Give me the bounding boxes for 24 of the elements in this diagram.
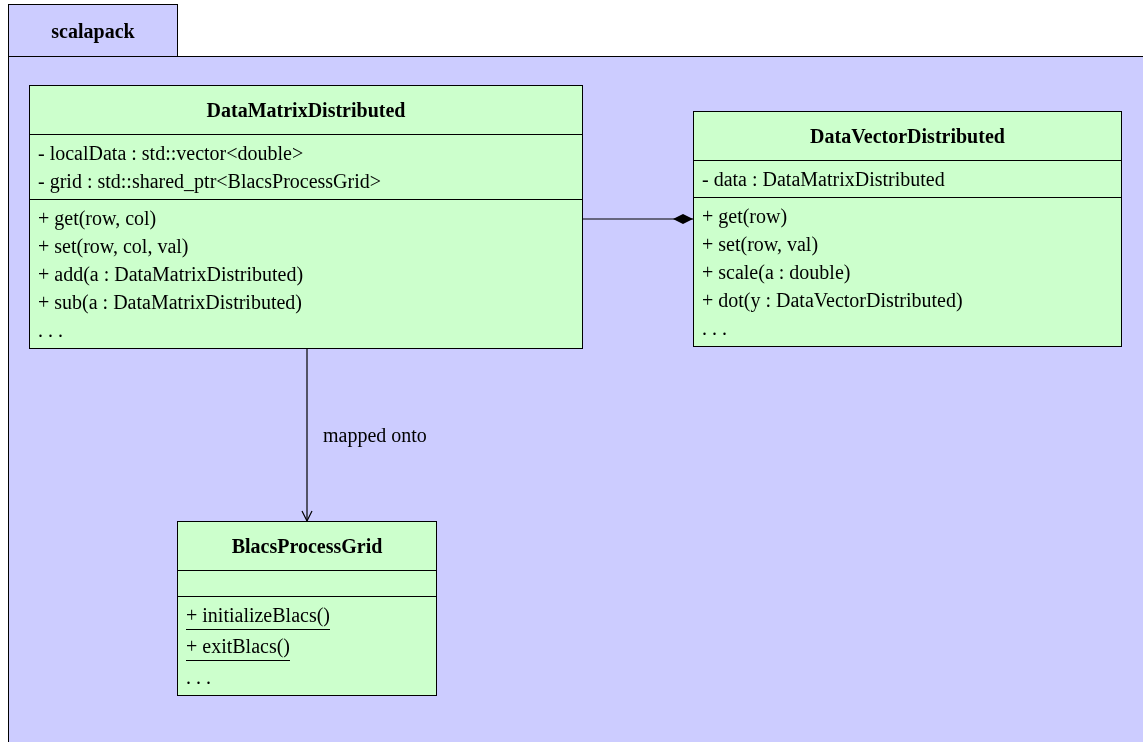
member-text: + set(row, col, val): [38, 234, 189, 260]
member-text: + scale(a : double): [702, 260, 851, 286]
class-box: [177, 521, 437, 696]
static-member-text: + exitBlacs(): [186, 632, 291, 661]
member-text: . . .: [38, 318, 63, 343]
member-text: + set(row, val): [702, 232, 819, 258]
member-text: - data : DataMatrixDistributed: [702, 167, 945, 192]
connector-arrow: [301, 348, 313, 522]
member-text: + sub(a : DataMatrixDistributed): [38, 290, 302, 316]
static-member-text: + initializeBlacs(): [186, 601, 330, 630]
class-box: [29, 85, 583, 349]
member-text: + get(row, col): [38, 206, 157, 232]
member-text: + add(a : DataMatrixDistributed): [38, 262, 304, 288]
package-name: scalapack: [51, 18, 135, 45]
class-box: [693, 111, 1122, 347]
member-text: - grid : std::shared_ptr<BlacsProcessGrid>: [38, 169, 382, 195]
member-text: + dot(y : DataVectorDistributed): [702, 288, 963, 314]
member-text: + get(row): [702, 204, 788, 230]
class-name: BlacsProcessGrid: [231, 535, 383, 557]
member-text: . . .: [702, 316, 727, 341]
member-text: . . .: [186, 665, 211, 690]
class-name: DataMatrixDistributed: [206, 99, 406, 121]
member-text: - localData : std::vector<double>: [38, 141, 304, 166]
class-name: DataVectorDistributed: [810, 125, 1005, 147]
